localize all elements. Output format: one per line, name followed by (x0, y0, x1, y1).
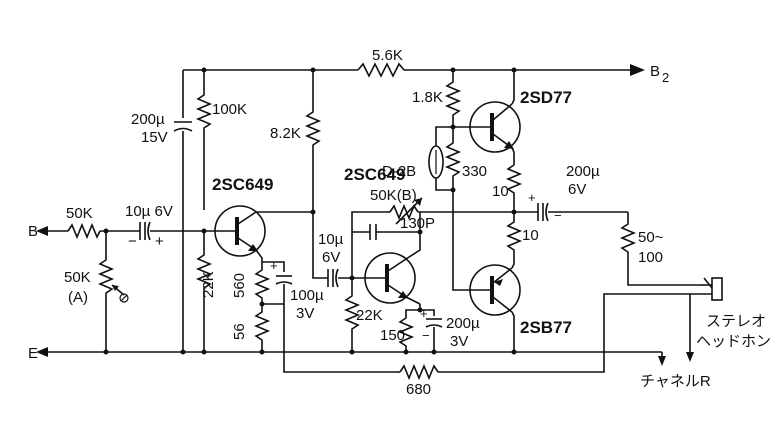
svg-text:−: − (554, 208, 562, 223)
resistor-1-8k-label: 1.8K (412, 89, 443, 106)
headphone-label-line2: ヘッドホン (696, 333, 771, 350)
resistor-56-label: 56 (231, 323, 248, 340)
feedback-network (351, 197, 514, 278)
transistor-2sb77-label: 2SB77 (520, 318, 572, 337)
resistor-100k (195, 70, 213, 210)
svg-text:+: + (528, 190, 536, 205)
volume-taper-label: (A) (68, 289, 88, 306)
resistor-100k-label: 100K (212, 101, 247, 118)
input-e-label: E (28, 345, 38, 362)
vr-50kb-label: 50K(B) (370, 187, 417, 204)
output-resistors (505, 164, 523, 260)
resistor-50k-label: 50K (66, 205, 93, 222)
output-network: + − (514, 190, 723, 362)
cap-10u-6v-label: 10µ 6V (125, 203, 173, 220)
resistor-22k-1-label: 22K (200, 271, 217, 298)
b2-label: B (650, 63, 660, 80)
resistor-10-b-label: 10 (522, 227, 539, 244)
channel-r-label: チャネルR (640, 373, 711, 390)
b2-subscript: 2 (662, 70, 669, 85)
transistor-2sd77 (469, 70, 521, 165)
resistor-50-100-label-a: 50~ (638, 229, 664, 246)
input-wiring: − + (36, 221, 215, 352)
cap-200u-15v-voltage: 15V (141, 129, 168, 146)
b2-supply-rail (183, 62, 645, 78)
transistor-2sc649-2 (364, 212, 421, 305)
resistor-10-a-label: 10 (492, 183, 509, 200)
resistor-560-label: 560 (231, 273, 248, 298)
svg-text:−: − (422, 328, 430, 343)
resistor-680-label: 680 (406, 381, 431, 398)
svg-text:+: + (270, 258, 278, 273)
resistor-680-feedback (283, 293, 690, 381)
left-supply-wiring (173, 70, 193, 355)
volume-50k-label: 50K (64, 269, 91, 286)
bias-network (428, 70, 474, 291)
resistor-150-label: 150 (380, 327, 405, 344)
resistor-22k-2-label: 22K (356, 307, 383, 324)
resistor-22k-bias (195, 231, 213, 352)
cap-10u-voltage: 6V (322, 249, 340, 266)
cap-10u-value: 10µ (318, 231, 344, 248)
transistor-1-label: 2SC649 (212, 175, 273, 194)
resistor-50-100-label-b: 100 (638, 249, 663, 266)
resistor-8-2k-label: 8.2K (270, 125, 301, 142)
transistor-2sd77-label: 2SD77 (520, 88, 572, 107)
resistor-22k-stage2 (343, 278, 361, 352)
resistor-330-label: 330 (462, 163, 487, 180)
svg-text:−: − (128, 233, 137, 250)
cap-130p-label: 130P (400, 215, 435, 232)
cap-200u-6v-value: 200µ (566, 163, 600, 180)
ground-rail (36, 347, 666, 366)
cap-10u-6v-coupling (327, 268, 365, 288)
emitter-network-1: + (253, 258, 293, 352)
resistor-8-2k (304, 70, 328, 279)
cap-100u-value: 100µ (290, 287, 324, 304)
svg-text:+: + (155, 233, 164, 250)
transistor-2sc649-1 (214, 205, 313, 262)
svg-text:+: + (420, 306, 428, 321)
transistor-2-label: 2SC649 (344, 165, 405, 184)
cap-200u-3v-voltage: 3V (450, 333, 468, 350)
emitter-network-2: + − (397, 304, 443, 352)
cap-200u-3v-value: 200µ (446, 315, 480, 332)
resistor-5-6k-label: 5.6K (372, 47, 403, 64)
input-b-label: B (28, 223, 38, 240)
cap-200u-15v-value: 200µ (131, 111, 165, 128)
headphone-label-line1: ステレオ (706, 313, 766, 330)
cap-100u-voltage: 3V (296, 305, 314, 322)
transistor-2sb77 (469, 260, 521, 352)
cap-200u-6v-voltage: 6V (568, 181, 586, 198)
diode-d2b-label: D-2B (382, 163, 416, 180)
